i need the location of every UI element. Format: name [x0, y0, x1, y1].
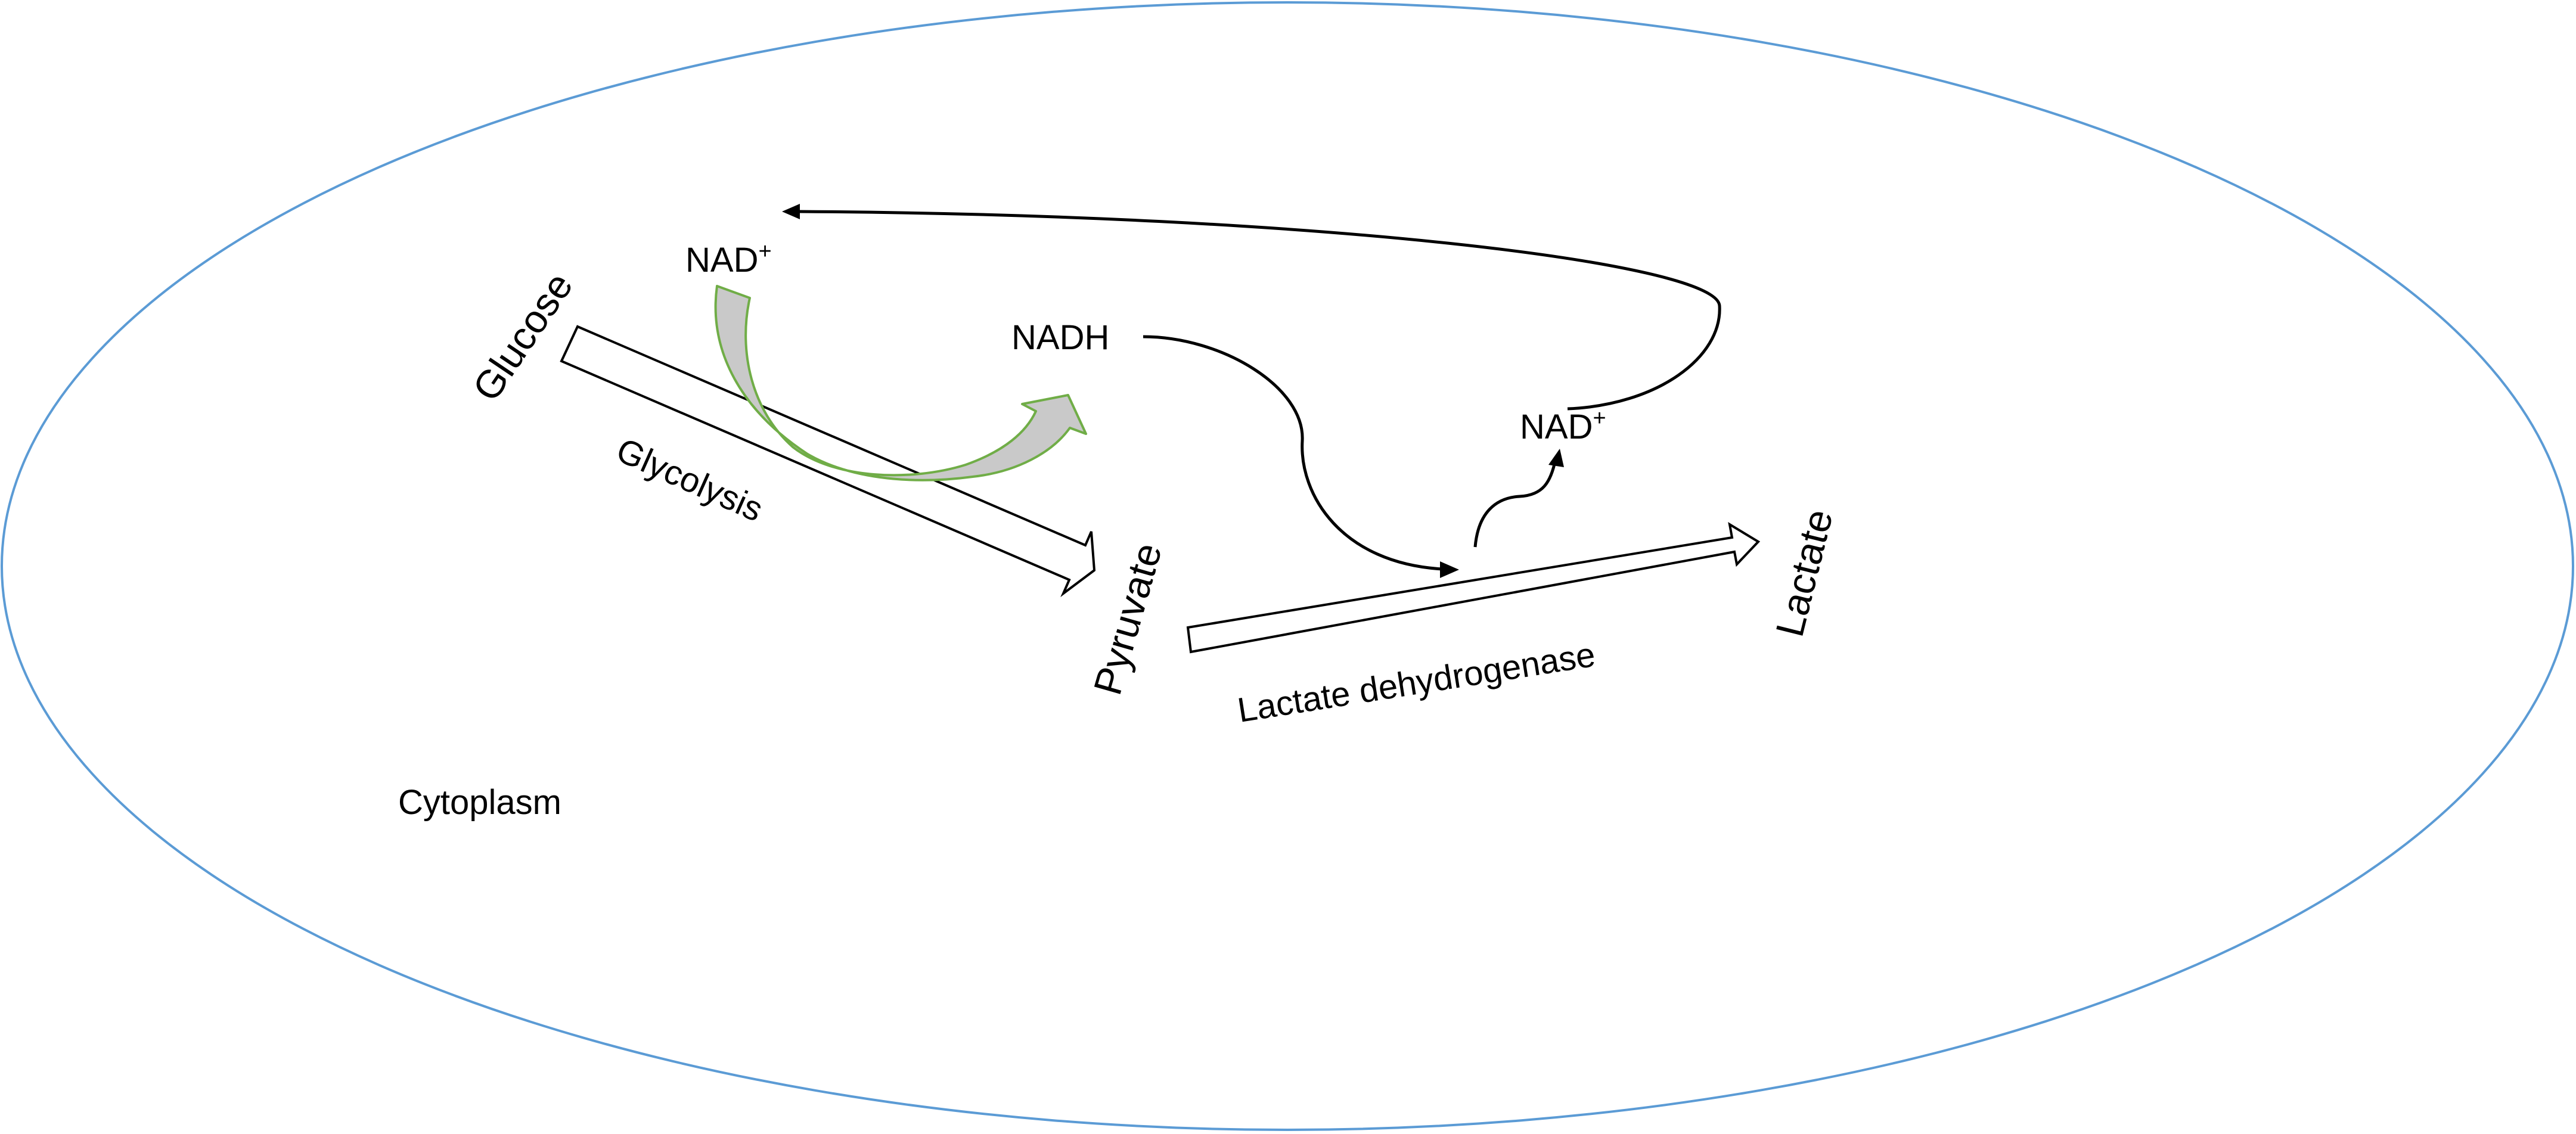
glycolysis-label: Glycolysis [611, 430, 769, 529]
glycolysis-arrow [560, 325, 1096, 598]
nadh-label: NADH [1011, 318, 1109, 357]
nad-recycle-arrowhead [782, 204, 800, 219]
nad-curved-band [714, 285, 1087, 481]
lactate-label: Lactate [1767, 505, 1841, 641]
nadh-arrowhead [1440, 561, 1459, 578]
cytoplasm-label: Cytoplasm [398, 783, 561, 822]
nad-to-nadh-curved-arrow [714, 285, 1087, 481]
pyruvate-label: Pyruvate [1085, 538, 1170, 700]
nad-right-superscript: + [1593, 406, 1606, 431]
nad-plus-right-label: NAD+ [1520, 406, 1606, 446]
nad-recycle-arrow [799, 210, 1721, 411]
lactate-dehydrogenase-label: Lactate dehydrogenase [1235, 635, 1598, 730]
reaction-to-nad-arrowhead [1548, 449, 1564, 467]
nad-plus-left-label: NAD+ [685, 239, 772, 279]
lactate-dehydrogenase-arrow [1186, 521, 1761, 654]
reaction-to-nad-arrow [1473, 458, 1557, 548]
nad-left-base: NAD [685, 241, 758, 279]
nad-right-base: NAD [1520, 408, 1593, 446]
nad-left-superscript: + [758, 239, 771, 264]
glucose-label: Glucose [464, 265, 581, 409]
nadh-to-reaction-arrow [1143, 335, 1443, 571]
